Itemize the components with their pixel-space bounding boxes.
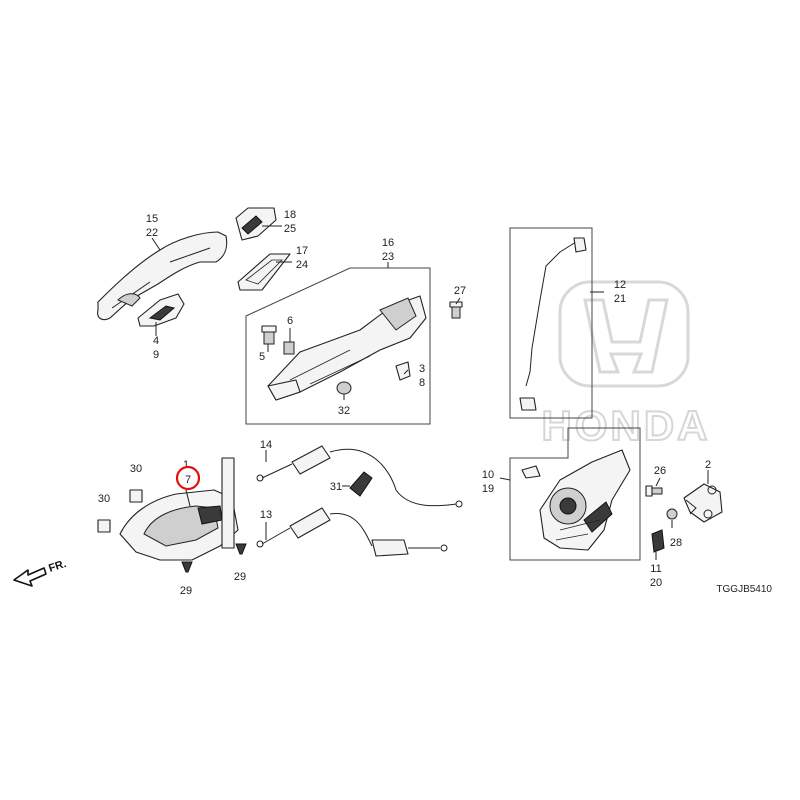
screw-29-left [181,561,193,573]
screw-29-right [235,543,247,555]
inner-door-handle [119,457,239,561]
bolt-27 [449,301,463,319]
callout-22: 22 [146,227,158,239]
callout-1: 1 [183,459,189,471]
callout-5: 5 [259,351,265,363]
bumper-11-20 [651,529,665,553]
handle-base-bracket [267,295,427,401]
screw-28 [666,508,678,520]
callout-6: 6 [287,315,293,327]
callout-30-lower: 30 [98,493,110,505]
callout-23: 23 [382,251,394,263]
cable-13 [256,507,448,557]
handle-cap [235,207,277,241]
leader-lines [151,225,709,560]
honda-watermark: HONDA [541,280,711,450]
callout-12: 12 [614,279,626,291]
grommet-32 [336,381,352,395]
diagram-code: TGGJB5410 [716,584,772,595]
callout-3: 3 [419,363,425,375]
lock-rod [519,237,587,411]
callout-4: 4 [153,335,159,347]
callout-11: 11 [650,563,661,575]
callout-29-right: 29 [234,571,246,583]
callout-14: 14 [260,439,272,451]
handle-gasket [237,253,291,291]
actuator-31 [349,471,373,497]
callout-27: 27 [454,285,466,297]
callout-18: 18 [284,209,296,221]
handle-base-cover [137,293,185,327]
striker [683,483,723,523]
screw-26 [645,485,663,497]
callout-21: 21 [614,293,626,305]
front-arrow-icon [13,567,47,587]
callout-31: 31 [330,481,342,493]
bolt-5 [261,325,277,345]
callout-24: 24 [296,259,308,271]
callout-8: 8 [419,377,425,389]
callout-7: 7 [185,474,191,486]
callout-15: 15 [146,213,158,225]
front-label: FR. [47,558,68,575]
callout-29-left: 29 [180,585,192,597]
callout-32: 32 [338,405,350,417]
callout-28: 28 [670,537,682,549]
outer-door-handle [97,231,228,321]
cap-30-lower [97,519,111,533]
callout-9: 9 [153,349,159,361]
callout-16: 16 [382,237,394,249]
watermark-text: HONDA [542,402,711,449]
callout-30-upper: 30 [130,463,142,475]
cable-14 [256,445,463,508]
callout-25: 25 [284,223,296,235]
latch-cap [521,465,541,479]
callout-13: 13 [260,509,272,521]
lock-rod-box [509,227,593,419]
bracket-assembly-box [245,267,431,425]
callout-10: 10 [482,469,494,481]
callout-20: 20 [650,577,662,589]
clip-6 [283,341,295,355]
front-direction-indicator: FR. [13,558,68,587]
latch-box [509,427,641,561]
door-lock-latch [539,449,631,551]
highlight-ring-7 [175,465,201,491]
cap-30-upper [129,489,143,503]
callout-26: 26 [654,465,666,477]
callout-2: 2 [705,459,711,471]
callout-19: 19 [482,483,494,495]
callout-17: 17 [296,245,308,257]
clip-3-8 [395,361,411,381]
